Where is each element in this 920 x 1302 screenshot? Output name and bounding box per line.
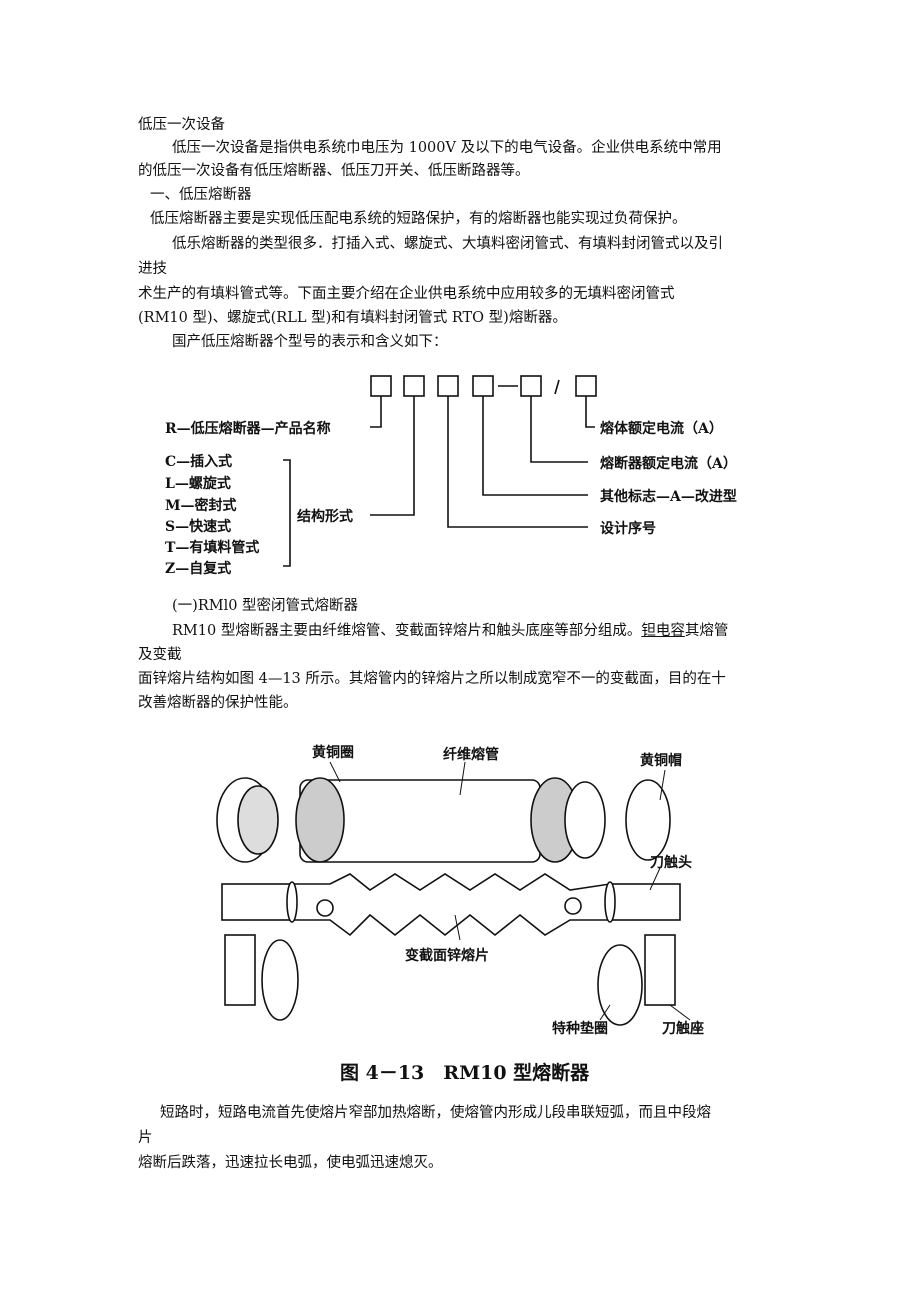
link[interactable]: 钽电容: [641, 623, 685, 639]
paragraph: 改善熔断器的保护性能。: [138, 695, 298, 711]
subheading: (一)RMl0 型密闭管式熔断器: [172, 598, 359, 614]
text: RM10 型熔断器主要由纤维熔管、变截面锌熔片和触头底座等部分组成。: [172, 623, 642, 639]
paragraph: 进技: [138, 261, 167, 277]
paragraph: RM10 型熔断器主要由纤维熔管、变截面锌熔片和触头底座等部分组成。钽电容其熔管: [172, 622, 728, 640]
type-item: S—快速式: [165, 519, 232, 535]
figure-label: 纤维熔管: [443, 747, 499, 763]
paragraph: 的低压一次设备有低压熔断器、低压刀开关、低压断路器等。: [138, 163, 530, 179]
label-melt-current: 熔体额定电流（A）: [600, 421, 723, 437]
label-other-mark: 其他标志—A—改进型: [600, 489, 737, 505]
type-item: M—密封式: [165, 498, 237, 514]
label-design-number: 设计序号: [600, 521, 656, 537]
paragraph: 术生产的有填料管式等。下面主要介绍在企业供电系统中应用较多的无填料密闭管式: [138, 286, 675, 302]
paragraph: (RM10 型)、螺旋式(RLL 型)和有填料封闭管式 RTO 型)熔断器。: [138, 310, 567, 326]
label-fuse-current: 熔断器额定电流（A）: [600, 456, 737, 472]
figure-caption: 图 4－13 RM10 型熔断器: [340, 1062, 590, 1084]
type-item: T—有填料管式: [165, 540, 260, 556]
figure-label: 特种垫圈: [552, 1021, 608, 1037]
paragraph: 国产低压熔断器个型号的表示和含义如下：: [172, 334, 448, 350]
type-item: L—螺旋式: [165, 476, 231, 492]
paragraph: 熔断后跌落，迅速拉长电弧，使电弧迅速熄灭。: [138, 1155, 443, 1171]
type-item: Z—自复式: [165, 561, 232, 577]
text: 其熔管: [684, 623, 729, 639]
label-structure: 结构形式: [297, 509, 353, 525]
figure-label: 变截面锌熔片: [405, 948, 489, 964]
figure-label: 黄铜帽: [640, 753, 682, 769]
title: 低压一次设备: [138, 117, 225, 133]
type-item: C—插入式: [165, 454, 233, 470]
paragraph: 低压一次设备是指供电系统巾电压为 1000V 及以下的电气设备。企业供电系统中常…: [172, 140, 722, 156]
paragraph: 片: [138, 1130, 153, 1146]
paragraph: 低压熔断器主要是实现低压配电系统的短路保护，有的熔断器也能实现过负荷保护。: [150, 211, 687, 227]
figure-label: 黄铜圈: [312, 745, 354, 761]
paragraph: 低乐熔断器的类型很多．打插入式、螺旋式、大填料密闭管式、有填料封闭管式以及引: [172, 236, 723, 252]
paragraph: 短路时，短路电流首先使熔片窄部加热熔断，使熔管内形成儿段串联短弧，而且中段熔: [160, 1105, 711, 1121]
paragraph: 及变截: [138, 647, 182, 663]
figure-label: 刀触座: [662, 1021, 704, 1037]
label-product-name: R—低压熔断器—产品名称: [165, 421, 331, 437]
section-heading: 一、低压熔断器: [150, 187, 252, 203]
paragraph: 面锌熔片结构如图 4—13 所示。其熔管内的锌熔片之所以制成宽窄不一的变截面，目…: [138, 671, 726, 687]
figure-label: 刀触头: [650, 855, 692, 871]
